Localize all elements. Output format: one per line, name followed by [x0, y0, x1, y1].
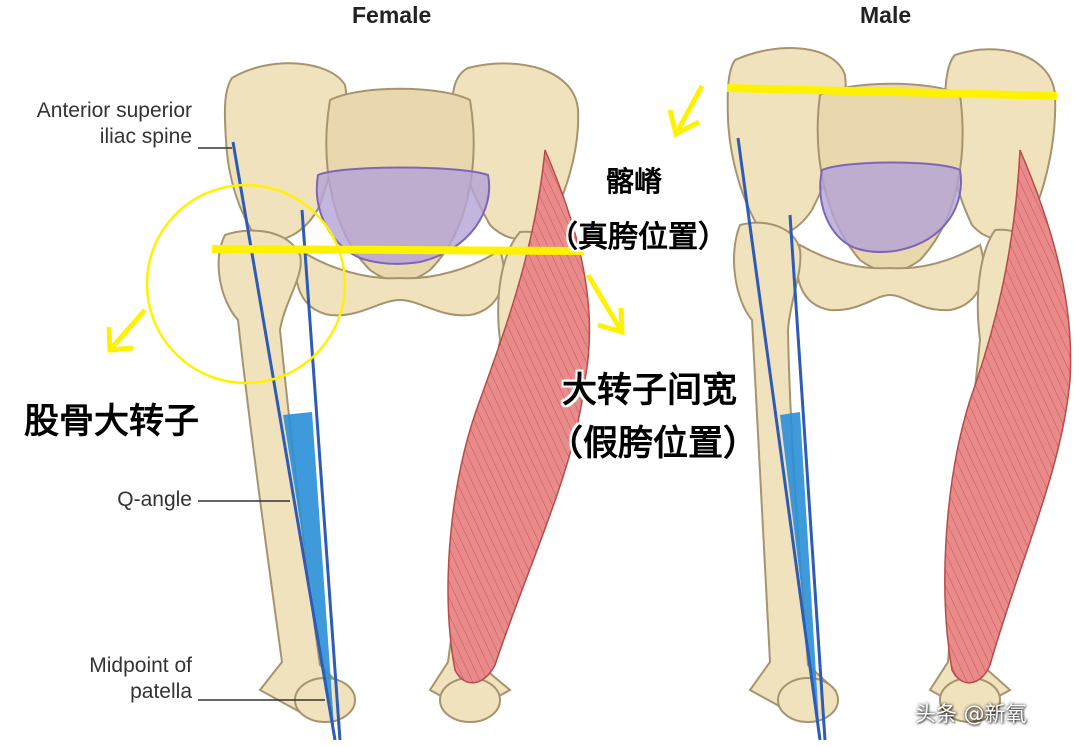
arrow-icon — [585, 273, 625, 336]
male-pubis — [796, 243, 985, 312]
female-trochanter-line — [211, 245, 585, 255]
watermark: 头条 @新氧 — [915, 702, 1027, 726]
arrow-icon — [106, 308, 147, 353]
male-asis-line — [736, 137, 822, 741]
asis-label-line1: Anterior superior — [36, 99, 192, 122]
male-left-patella — [777, 677, 839, 723]
male-skeleton — [726, 47, 1072, 741]
greater-trochanter-annotation: 股骨大转子 — [24, 402, 200, 442]
male-pelvic-inlet — [819, 161, 962, 254]
false-hip-annotation: （假胯位置） — [548, 424, 759, 464]
female-header: Female — [352, 2, 432, 28]
arrow-icon — [667, 84, 705, 138]
patella-label: Midpoint of patella — [0, 653, 192, 706]
male-iliac-crest-line — [726, 84, 1058, 100]
patella-label-line1: Midpoint of — [89, 654, 192, 677]
circle-highlight — [145, 183, 347, 385]
iliac-crest-annotation: 髂嵴 — [606, 165, 663, 198]
annotation-overlays — [106, 84, 1058, 385]
female-femur-axis — [300, 209, 342, 741]
asis-label-line2: iliac spine — [99, 125, 192, 149]
female-skeleton — [217, 62, 591, 741]
trochanter-width-annotation: 大转子间宽 — [562, 371, 738, 411]
female-right-patella — [439, 677, 501, 723]
female-muscle — [447, 149, 591, 684]
female-asis-line — [231, 141, 337, 741]
q-angle-label: Q-angle — [117, 488, 192, 511]
male-left-ilium — [726, 47, 847, 236]
patella-label-line2: patella — [130, 680, 192, 704]
true-hip-annotation: （真胯位置） — [548, 220, 728, 255]
male-femur-axis — [788, 214, 827, 741]
asis-label: Anterior superior iliac spine — [0, 98, 192, 151]
male-header: Male — [860, 2, 912, 28]
male-muscle — [944, 149, 1072, 684]
female-pubis — [295, 248, 505, 317]
